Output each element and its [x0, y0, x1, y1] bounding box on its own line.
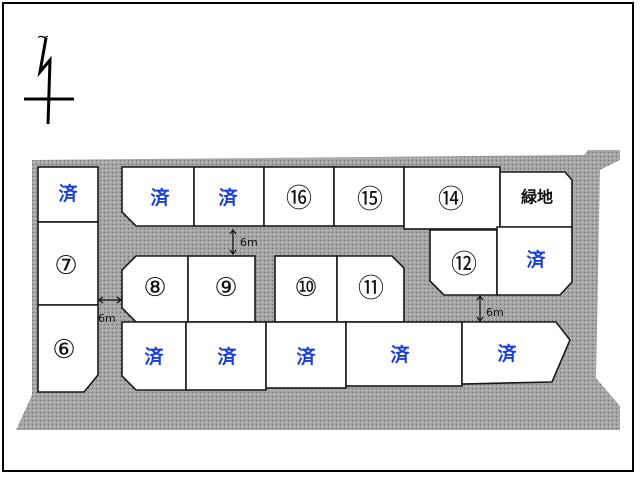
- lot-b4-label: 済: [390, 343, 410, 366]
- lot-t1: [121, 166, 195, 227]
- svg-text:~: ~: [36, 27, 49, 46]
- lot-7-label: ⑦: [54, 251, 77, 281]
- lot-green-label: 緑地: [521, 188, 553, 207]
- lot-b5-label: 済: [497, 342, 517, 365]
- lot-b1: [121, 321, 187, 391]
- lot-b3: [265, 321, 347, 389]
- lot-b4: [345, 321, 463, 387]
- road-width-label: 6m: [486, 306, 504, 319]
- lot-14-label: ⑭: [438, 185, 464, 215]
- lot-t1-label: 済: [150, 186, 170, 209]
- lot-11: [336, 255, 405, 323]
- lot-15-label: ⑮: [357, 185, 383, 215]
- lot-r-sold: [496, 226, 573, 296]
- lot-b3-label: 済: [296, 345, 316, 368]
- lot-9: [187, 255, 256, 323]
- lot-b2: [185, 321, 267, 391]
- lot-b5: [461, 321, 571, 385]
- lot-6-label: ⑥: [52, 335, 75, 365]
- lot-15: [333, 166, 405, 227]
- lot-12-label: ⑫: [451, 250, 477, 280]
- lot-14: [403, 166, 501, 230]
- lot-b2-label: 済: [217, 345, 237, 368]
- lot-10-label: ⑩: [294, 273, 317, 303]
- lot-tl-label: 済: [58, 182, 78, 205]
- road-width-marker: [98, 229, 484, 322]
- lot-b1-label: 済: [144, 345, 164, 368]
- road-width-label: 6m: [98, 312, 116, 325]
- north-arrow-icon: ~: [24, 27, 74, 125]
- lot-12: [429, 229, 498, 296]
- lot-8-label: ⑧: [143, 273, 166, 303]
- lot-9-label: ⑨: [214, 273, 237, 303]
- lot-11-label: ⑪: [358, 274, 384, 304]
- lot-t2-label: 済: [218, 186, 238, 209]
- road-width-label: 6m: [240, 236, 258, 249]
- lot-16-label: ⑯: [286, 184, 312, 214]
- lot-green: [499, 171, 573, 228]
- lot-6: [37, 304, 99, 393]
- lot-7: [37, 221, 99, 306]
- lot-r-sold-label: 済: [526, 248, 546, 271]
